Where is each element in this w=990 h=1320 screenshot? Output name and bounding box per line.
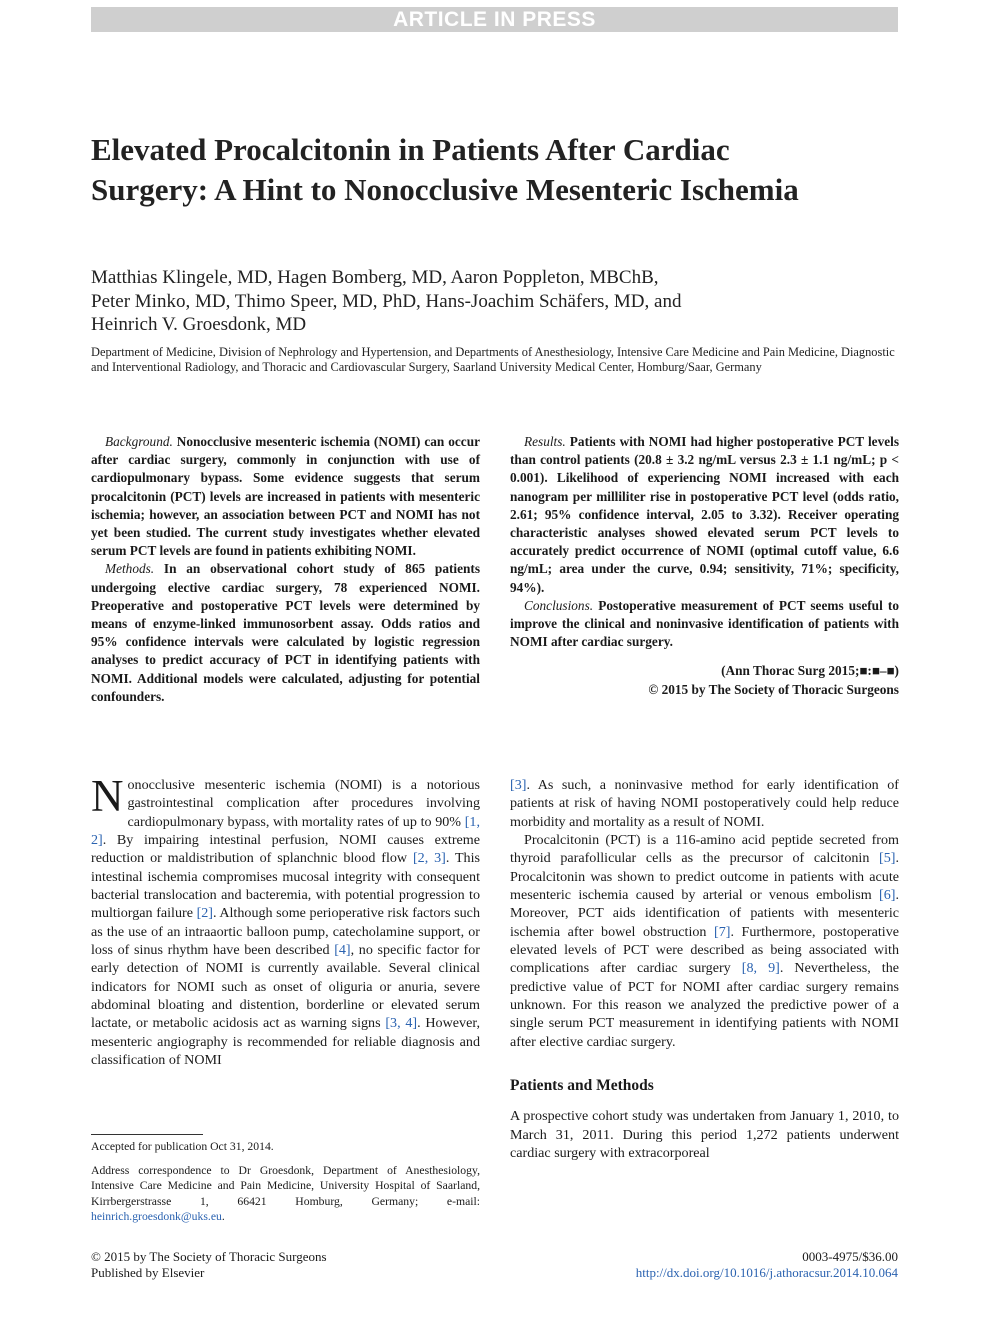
reference-link[interactable]: [5]: [879, 850, 896, 867]
author-line: Matthias Klingele, MD, Hagen Bomberg, MD…: [91, 267, 659, 288]
footer-publisher: Published by Elsevier: [91, 1264, 205, 1280]
abstract-left-column: Background. Nonocclusive mesenteric isch…: [91, 433, 480, 706]
methods-label: Methods.: [105, 561, 155, 577]
conclusions-text: Postoperative measurement of PCT seems u…: [510, 597, 899, 650]
body-text: . Procalcitonin was shown to predict out…: [510, 850, 899, 904]
reference-link[interactable]: [1, 2]: [91, 813, 480, 849]
methods-text: In an observational cohort study of 865 …: [91, 561, 480, 704]
article-title: Elevated Procalcitonin in Patients After…: [91, 132, 799, 207]
author-list: Matthias Klingele, MD, Hagen Bomberg, MD…: [91, 266, 851, 337]
reference-link[interactable]: [3]: [510, 777, 527, 793]
footnote-divider: [91, 1134, 203, 1135]
body-text: . Moreover, PCT aids identification of p…: [510, 887, 899, 940]
affiliation: Department of Medicine, Division of Neph…: [91, 345, 895, 374]
body-text: . However, mesenteric angiography is rec…: [91, 1015, 480, 1069]
body-text: . By impairing intestinal perfusion, NOM…: [91, 832, 480, 867]
correspondence-text: Address correspondence to Dr Groesdonk, …: [91, 1163, 480, 1208]
footer-right: 0003-4975/$36.00 http://dx.doi.org/10.10…: [560, 1249, 898, 1280]
body-text: . This intestinal ischemia compromises m…: [91, 850, 480, 922]
abstract-conclusions: Conclusions. Postoperative measurement o…: [510, 597, 899, 652]
abstract-copyright: © 2015 by The Society of Thoracic Surgeo…: [648, 681, 899, 697]
body-text: Procalcitonin (PCT) is a 116-amino acid …: [510, 832, 899, 867]
citation-block: (Ann Thorac Surg 2015;■:■–■) © 2015 by T…: [510, 662, 899, 699]
footer-left: © 2015 by The Society of Thoracic Surgeo…: [91, 1249, 491, 1280]
abstract-results: Results. Patients with NOMI had higher p…: [510, 433, 899, 597]
body-right-column: [3]. As such, a noninvasive method for e…: [510, 776, 899, 1162]
accepted-note: Accepted for publication Oct 31, 2014.: [91, 1140, 274, 1153]
footer-issn: 0003-4975/$36.00: [802, 1249, 898, 1264]
reference-link[interactable]: [2]: [196, 905, 213, 922]
body-text: . Nevertheless, the predictive value of …: [510, 960, 899, 1050]
correspondence-note: Address correspondence to Dr Groesdonk, …: [91, 1163, 480, 1225]
email-link[interactable]: heinrich.groesdonk@uks.eu: [91, 1210, 222, 1224]
journal-citation: (Ann Thorac Surg 2015;■:■–■): [721, 663, 899, 679]
abstract-background: Background. Nonocclusive mesenteric isch…: [91, 433, 480, 560]
footer-copyright: © 2015 by The Society of Thoracic Surgeo…: [91, 1249, 327, 1264]
author-line: Peter Minko, MD, Thimo Speer, MD, PhD, H…: [91, 290, 682, 312]
results-text: Patients with NOMI had higher postoperat…: [510, 434, 899, 595]
footnotes: Accepted for publication Oct 31, 2014. A…: [91, 1139, 480, 1233]
results-label: Results.: [524, 434, 566, 449]
abstract-methods: Methods. In an observational cohort stud…: [91, 560, 480, 706]
abstract-right-column: Results. Patients with NOMI had higher p…: [510, 433, 899, 699]
body-text: onocclusive mesenteric ischemia (NOMI) i…: [127, 777, 481, 830]
doi-link[interactable]: http://dx.doi.org/10.1016/j.athoracsur.2…: [635, 1264, 898, 1280]
reference-link[interactable]: [8, 9]: [741, 960, 780, 977]
conclusions-label: Conclusions.: [524, 597, 594, 613]
body-text: . Although some perioperative risk facto…: [91, 905, 480, 959]
reference-link[interactable]: [7]: [714, 923, 731, 940]
intro-paragraph-continued: [3]. As such, a noninvasive method for e…: [510, 776, 899, 831]
body-text: . As such, a noninvasive method for earl…: [510, 777, 899, 830]
reference-link[interactable]: [2, 3]: [412, 850, 446, 867]
methods-paragraph: A prospective cohort study was undertake…: [510, 1108, 899, 1161]
section-heading: Patients and Methods: [510, 1077, 654, 1095]
article-in-press-banner: ARTICLE IN PRESS: [91, 7, 898, 32]
drop-cap: N: [91, 771, 124, 821]
correspondence-end: .: [221, 1210, 225, 1224]
body-text: , no specific factor for early detection…: [91, 942, 480, 1032]
author-line: Heinrich V. Groesdonk, MD: [91, 314, 307, 335]
reference-link[interactable]: [3, 4]: [385, 1015, 418, 1032]
reference-link[interactable]: [6]: [879, 887, 896, 904]
body-text: . Furthermore, postoperative elevated le…: [510, 923, 899, 977]
pct-paragraph: Procalcitonin (PCT) is a 116-amino acid …: [510, 831, 899, 1051]
reference-link[interactable]: [4]: [334, 942, 351, 959]
background-label: Background.: [105, 434, 173, 449]
background-text: Nonocclusive mesenteric ischemia (NOMI) …: [91, 434, 480, 559]
